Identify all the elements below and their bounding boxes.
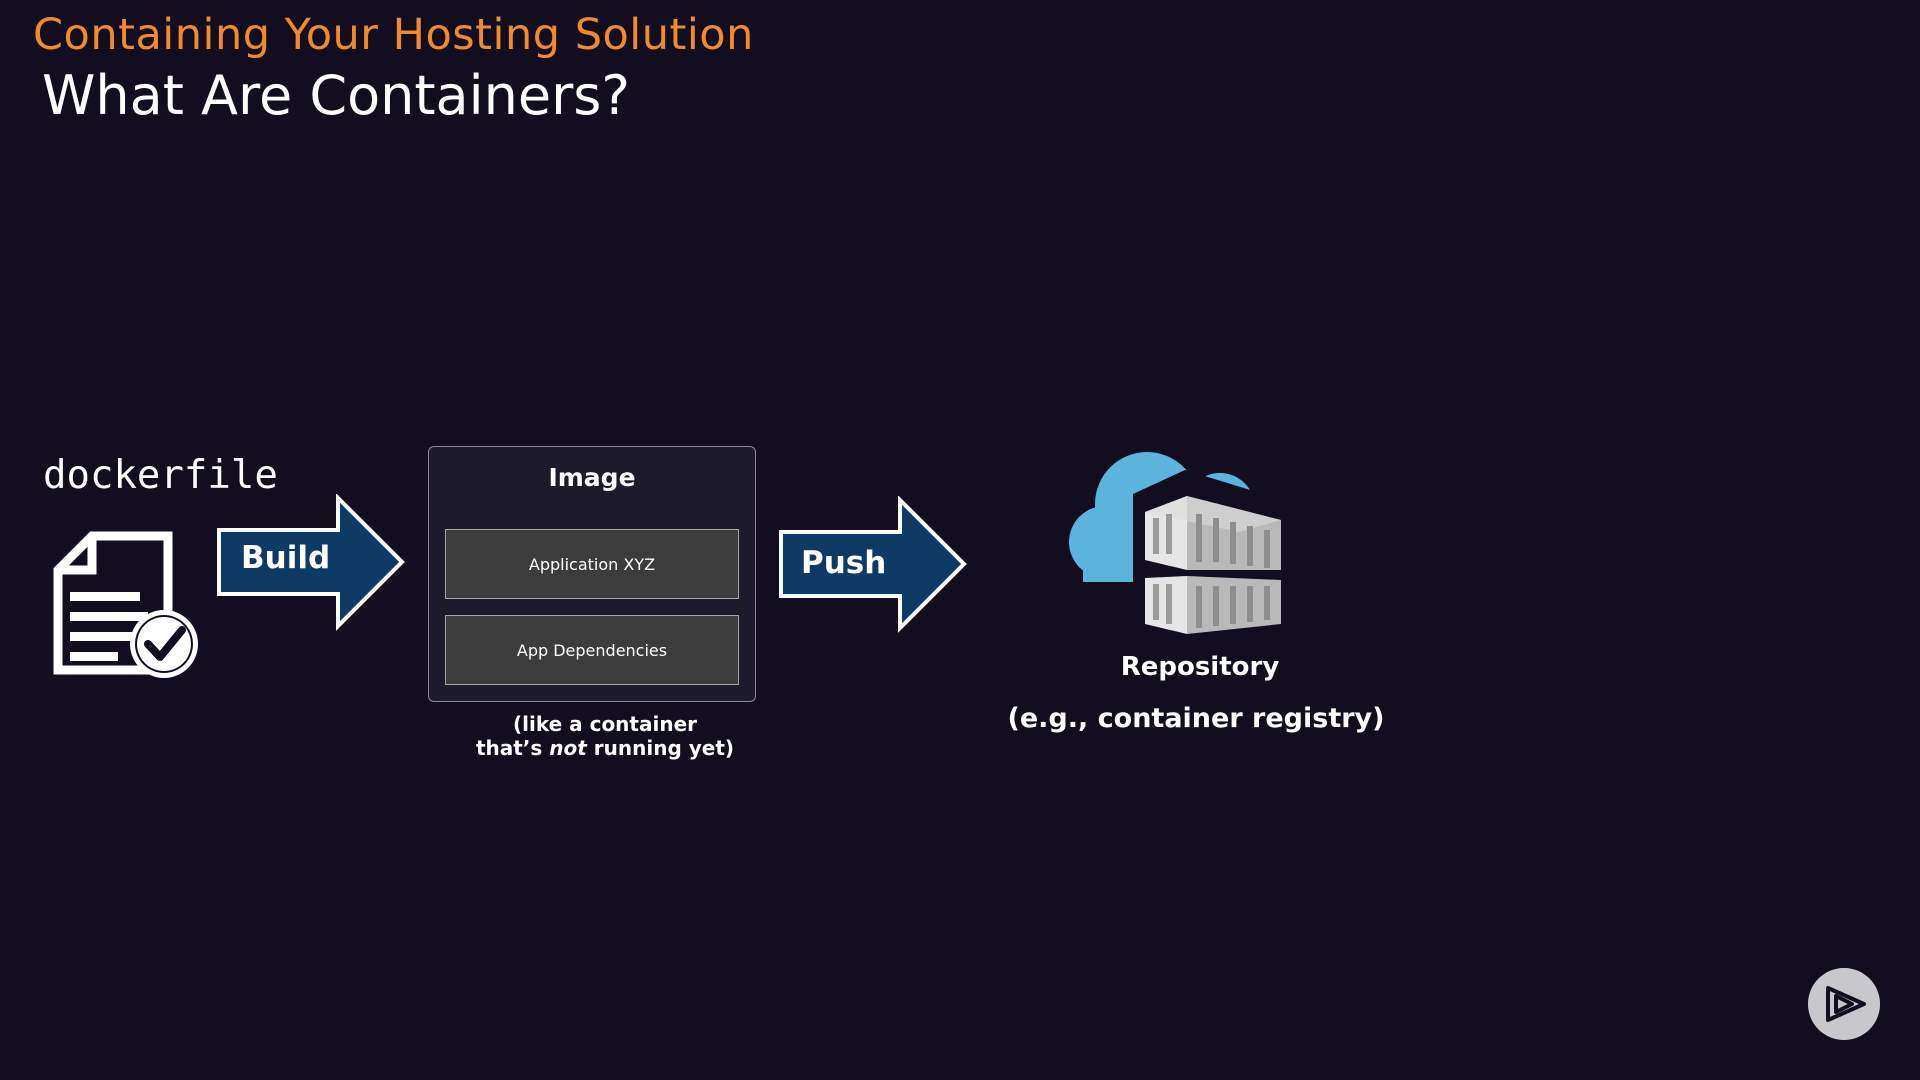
push-arrow — [779, 496, 967, 633]
course-title: Containing Your Hosting Solution — [33, 10, 754, 60]
repository-subtitle: (e.g., container registry) — [1007, 703, 1385, 734]
build-arrow-label: Build — [241, 540, 331, 576]
image-caption-emphasis: not — [549, 736, 587, 760]
dockerfile-label: dockerfile — [43, 453, 278, 498]
push-arrow-label: Push — [801, 545, 887, 581]
image-caption: (like a container that’s not running yet… — [440, 712, 770, 760]
play-logo-icon — [1808, 968, 1880, 1040]
image-layer-application: Application XYZ — [445, 529, 739, 599]
slide-title: What Are Containers? — [42, 64, 631, 127]
build-arrow — [217, 494, 405, 631]
document-check-icon — [53, 531, 198, 678]
image-caption-line1: (like a container — [512, 712, 697, 736]
image-caption-line2-end: running yet) — [586, 736, 735, 760]
image-box: Image Application XYZ App Dependencies — [428, 446, 756, 702]
image-layer-dependencies: App Dependencies — [445, 615, 739, 685]
image-title: Image — [548, 463, 636, 492]
repository-title: Repository — [1120, 652, 1280, 682]
cloud-containers-icon — [1069, 452, 1283, 638]
image-caption-line2-start: that’s — [475, 736, 550, 760]
